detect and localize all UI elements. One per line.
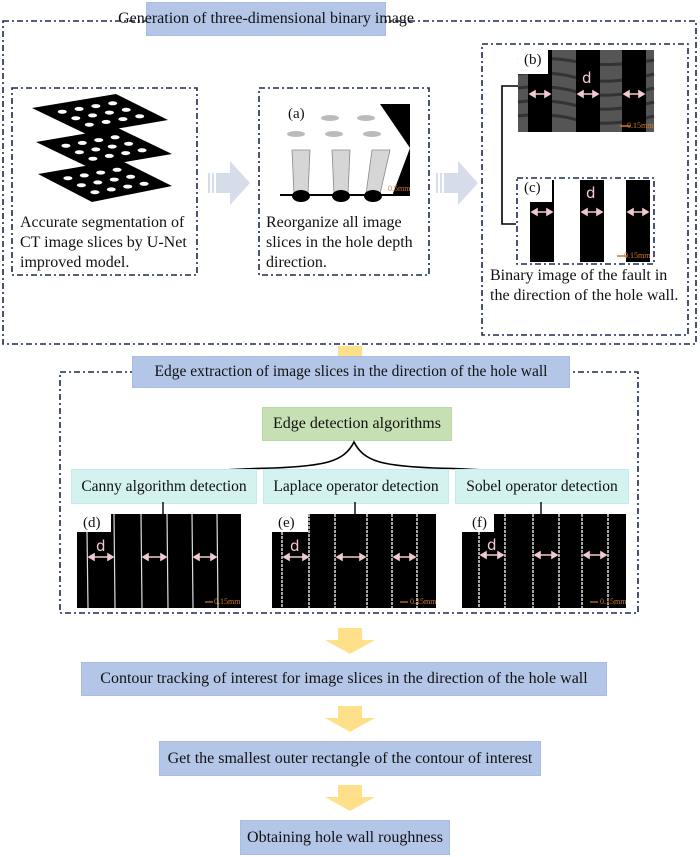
hole-dot <box>112 167 122 172</box>
method-box-canny: Canny algorithm detection <box>71 469 257 504</box>
hole-dot <box>84 122 94 127</box>
step-box-outer-rectangle: Get the smallest outer rectangle of the … <box>159 741 541 776</box>
hole-dot <box>93 180 103 185</box>
hole-dot <box>71 116 81 121</box>
hole-dot <box>88 156 98 161</box>
hole-dot <box>104 153 114 158</box>
panel-e-scale: 0.15mm <box>410 597 437 606</box>
hole-dot <box>57 109 67 114</box>
method-connectors <box>162 502 542 516</box>
panel-d-label: (d) <box>81 515 103 532</box>
hole-dot <box>135 114 145 119</box>
hole-dot <box>110 135 120 140</box>
panel-d-d-label: d <box>96 537 106 555</box>
hole-3d-image <box>280 104 410 202</box>
section2-title: Edge extraction of image slices in the d… <box>132 356 570 388</box>
panel-e-d-label: d <box>290 537 300 555</box>
down-arrow-icon <box>325 785 375 811</box>
panel-e-label: (e) <box>276 515 297 532</box>
hole-dot <box>106 187 116 192</box>
hole-dot <box>61 143 71 148</box>
hole-dot <box>63 176 73 181</box>
hole-dot <box>74 150 84 155</box>
hole-dot <box>139 181 149 186</box>
stacked-slices-image <box>32 94 172 202</box>
hole-dot <box>79 173 89 178</box>
hole-dot <box>126 174 136 179</box>
panel-f-d-label: d <box>487 536 497 554</box>
edge-image-laplace <box>272 514 436 608</box>
hole-dot <box>96 170 106 175</box>
bracket-connector <box>501 85 518 225</box>
hole-dot <box>108 101 118 106</box>
hole-dot <box>74 106 84 111</box>
panel-b-label: (b) <box>524 52 542 68</box>
panel-c-scale: 0.15mm <box>624 251 651 260</box>
panel-c-label: (c) <box>524 180 541 196</box>
slice-layer-1 <box>32 94 168 134</box>
hole-dot <box>121 151 131 156</box>
ct-slice-image-b <box>517 50 655 132</box>
panel-b-scale: 0.15mm <box>627 121 654 130</box>
panel-a-scale: 0.5mm <box>388 184 411 193</box>
binary-image-c <box>520 180 652 262</box>
method-box-laplace: Laplace operator detection <box>263 469 449 504</box>
panel-a-label: (a) <box>288 106 305 122</box>
hole-dot <box>104 110 114 115</box>
section1-title-text: Generation of three-dimensional binary i… <box>118 10 414 27</box>
panel-c-d-label: d <box>586 184 596 202</box>
down-arrow-icon <box>325 628 375 654</box>
panel-b-d-label: d <box>582 69 592 87</box>
edge-image-canny <box>77 513 241 609</box>
hole-dot <box>137 148 147 153</box>
hole-dot <box>109 177 119 182</box>
slice-layer-2 <box>36 128 172 168</box>
right-arrow-icon <box>208 161 250 205</box>
hole-dot <box>123 184 133 189</box>
slice-layer-3 <box>38 160 172 202</box>
panel-d-scale: 0.15mm <box>214 597 241 606</box>
section1-title: Generation of three-dimensional binary i… <box>118 2 414 36</box>
panel1-caption: Accurate segmentation of CT image slices… <box>20 214 187 271</box>
panel2-caption: Reorganize all image slices in the hole … <box>266 214 413 271</box>
down-arrow-icon <box>325 706 375 732</box>
step-box-roughness: Obtaining hole wall roughness <box>240 820 450 855</box>
step-box-contour-tracking: Contour tracking of interest for image s… <box>81 662 607 696</box>
hole-dot <box>118 117 128 122</box>
hole-dot <box>94 138 104 143</box>
panel-f-scale: 0.15mm <box>600 597 627 606</box>
panel3-caption: Binary image of the fault in the directi… <box>490 267 679 304</box>
hole-dot <box>124 141 134 146</box>
hole-dot <box>90 190 100 195</box>
hole-dot <box>101 119 111 124</box>
hole-dot <box>91 104 101 109</box>
hole-dot <box>77 140 87 145</box>
panel-f-label: (f) <box>470 515 489 532</box>
hole-dot <box>121 107 131 112</box>
method-box-sobel: Sobel operator detection <box>455 469 629 504</box>
hole-dot <box>88 113 98 118</box>
hole-dot <box>91 147 101 152</box>
edge-image-sobel <box>462 514 626 608</box>
hole-dot <box>76 183 86 188</box>
right-arrow-icon <box>436 161 478 205</box>
hole-dot <box>107 144 117 149</box>
edge-detection-algorithms-box: Edge detection algorithms <box>262 407 452 441</box>
